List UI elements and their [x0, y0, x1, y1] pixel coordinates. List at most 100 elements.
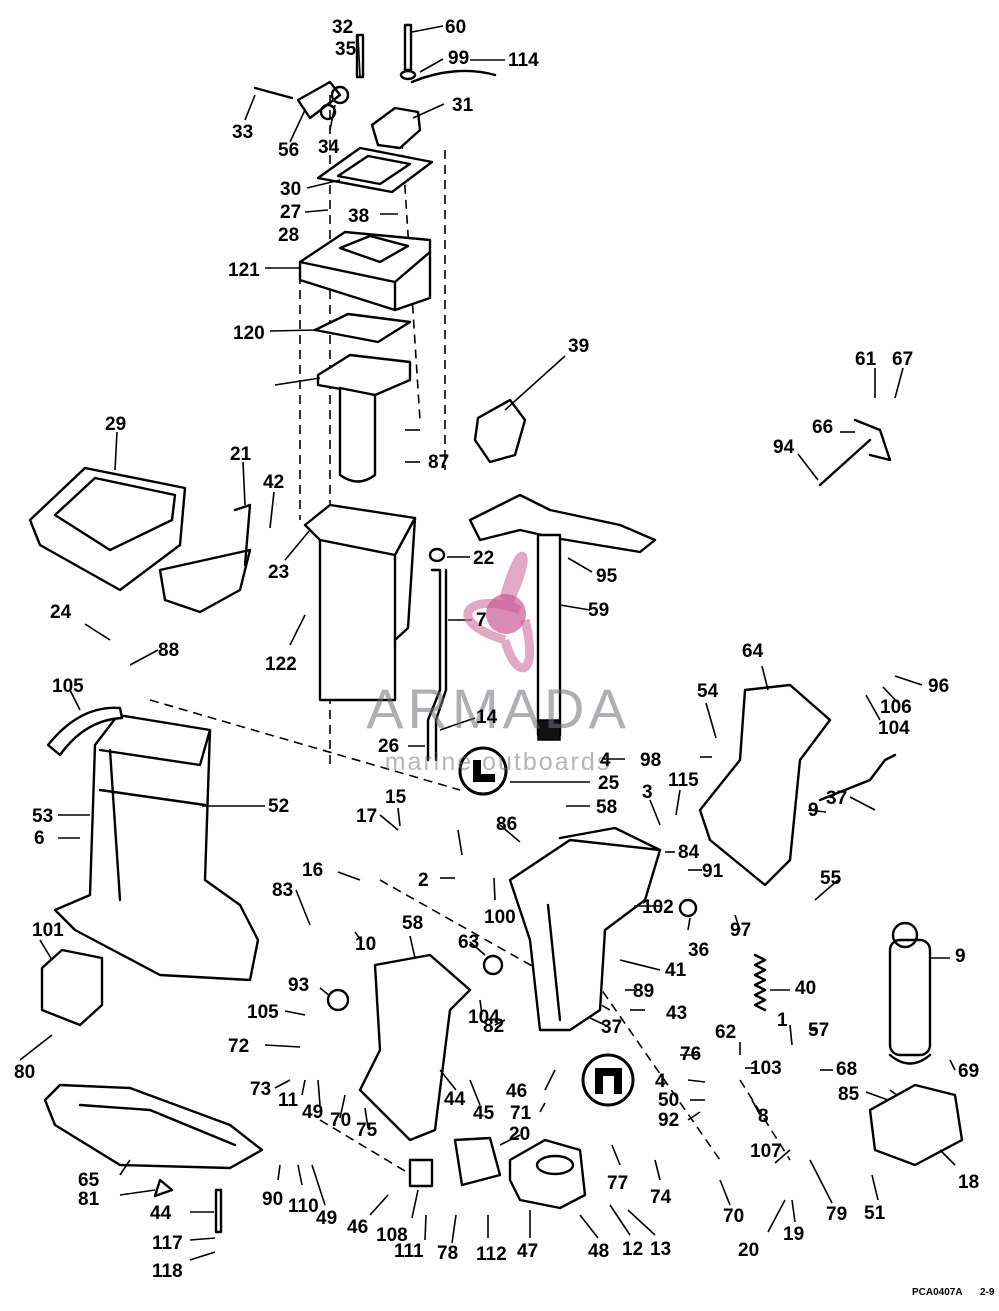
callout-102: 102 — [642, 897, 674, 918]
callout-46: 46 — [506, 1081, 527, 1102]
callout-28: 28 — [278, 225, 299, 246]
callout-48: 48 — [588, 1241, 609, 1262]
callout-70: 70 — [723, 1206, 744, 1227]
callout-96: 96 — [928, 676, 949, 697]
callout-69: 69 — [958, 1061, 979, 1082]
callout-120: 120 — [233, 323, 265, 344]
callout-112: 112 — [476, 1244, 507, 1265]
callout-36: 36 — [688, 940, 709, 961]
callout-68: 68 — [836, 1059, 857, 1080]
callout-100: 100 — [484, 907, 516, 928]
callout-76: 76 — [680, 1044, 701, 1065]
callout-107: 107 — [750, 1141, 782, 1162]
callout-24: 24 — [50, 602, 72, 623]
callout-73: 73 — [250, 1079, 271, 1100]
callout-23: 23 — [268, 562, 289, 583]
callout-85: 85 — [838, 1084, 860, 1105]
callout-44: 44 — [150, 1203, 172, 1224]
callout-8: 8 — [758, 1106, 769, 1127]
callout-17: 17 — [356, 806, 377, 827]
callout-20: 20 — [738, 1240, 759, 1261]
callout-4: 4 — [600, 750, 611, 771]
callout-34: 34 — [318, 137, 340, 158]
footer-drawing-code: PCA0407A — [912, 1287, 963, 1298]
callout-51: 51 — [864, 1203, 886, 1224]
callout-9: 9 — [955, 946, 966, 967]
callout-10: 10 — [355, 934, 376, 955]
callout-61: 61 — [855, 349, 877, 370]
watermark-brand: ARMADA — [366, 677, 630, 740]
instruction-symbol-4 — [581, 1053, 635, 1107]
callout-63: 63 — [458, 932, 479, 953]
callout-118: 118 — [152, 1261, 183, 1282]
callout-2: 2 — [418, 870, 429, 891]
callout-67: 67 — [892, 349, 913, 370]
callout-11: 11 — [278, 1090, 299, 1111]
callout-26: 26 — [378, 736, 399, 757]
callout-27: 27 — [280, 202, 301, 223]
callout-110: 110 — [288, 1196, 319, 1217]
callout-74: 74 — [650, 1187, 672, 1208]
callout-105: 105 — [52, 676, 84, 697]
instruction-symbol-98 — [458, 746, 508, 796]
callout-121: 121 — [228, 260, 260, 281]
callout-93: 93 — [288, 975, 309, 996]
callout-80: 80 — [14, 1062, 35, 1083]
callout-9: 9 — [808, 800, 819, 821]
callout-35: 35 — [335, 39, 357, 60]
callout-104: 104 — [878, 718, 910, 739]
callout-46: 46 — [347, 1217, 368, 1238]
callout-88: 88 — [158, 640, 179, 661]
callout-47: 47 — [517, 1241, 538, 1262]
callout-60: 60 — [445, 17, 466, 38]
callout-56: 56 — [278, 140, 299, 161]
watermark-subtitle: marine outboards — [385, 748, 612, 776]
callout-111: 111 — [394, 1241, 424, 1262]
callout-32: 32 — [332, 17, 353, 38]
callout-58: 58 — [402, 913, 423, 934]
callout-7: 7 — [476, 610, 487, 631]
callout-98: 98 — [640, 750, 661, 771]
callout-18: 18 — [958, 1172, 979, 1193]
callout-6: 6 — [34, 828, 45, 849]
callout-104: 104 — [468, 1007, 500, 1028]
callout-57: 57 — [808, 1020, 829, 1041]
callout-66: 66 — [812, 417, 833, 438]
callout-21: 21 — [230, 444, 252, 465]
callout-40: 40 — [795, 978, 816, 999]
callout-30: 30 — [280, 179, 301, 200]
callout-54: 54 — [697, 681, 719, 702]
callout-71: 71 — [510, 1103, 532, 1124]
callout-77: 77 — [607, 1173, 628, 1194]
callout-37: 37 — [601, 1017, 622, 1038]
callout-62: 62 — [715, 1022, 736, 1043]
callout-50: 50 — [658, 1090, 679, 1111]
callout-72: 72 — [228, 1036, 249, 1057]
callout-44: 44 — [444, 1089, 466, 1110]
part-drawings — [28, 23, 964, 1234]
callout-103: 103 — [750, 1058, 782, 1079]
callout-42: 42 — [263, 472, 284, 493]
callout-87: 87 — [428, 452, 449, 473]
callout-86: 86 — [496, 814, 517, 835]
leader-lines — [19, 25, 956, 1261]
callout-13: 13 — [650, 1239, 671, 1260]
callout-15: 15 — [385, 787, 407, 808]
callout-14: 14 — [476, 707, 498, 728]
watermark: ARMADA marine outboards — [366, 551, 630, 776]
callout-55: 55 — [820, 868, 842, 889]
callout-29: 29 — [105, 414, 126, 435]
callout-49: 49 — [302, 1102, 323, 1123]
callout-1: 1 — [777, 1010, 788, 1031]
callout-49: 49 — [316, 1208, 337, 1229]
callout-75: 75 — [356, 1120, 378, 1141]
callout-108: 108 — [376, 1225, 408, 1246]
callout-106: 106 — [880, 697, 912, 718]
callout-33: 33 — [232, 122, 253, 143]
callout-4: 4 — [655, 1071, 666, 1092]
callout-20: 20 — [509, 1124, 530, 1145]
callout-70: 70 — [330, 1110, 351, 1131]
callout-97: 97 — [730, 920, 751, 941]
callout-31: 31 — [452, 95, 474, 116]
